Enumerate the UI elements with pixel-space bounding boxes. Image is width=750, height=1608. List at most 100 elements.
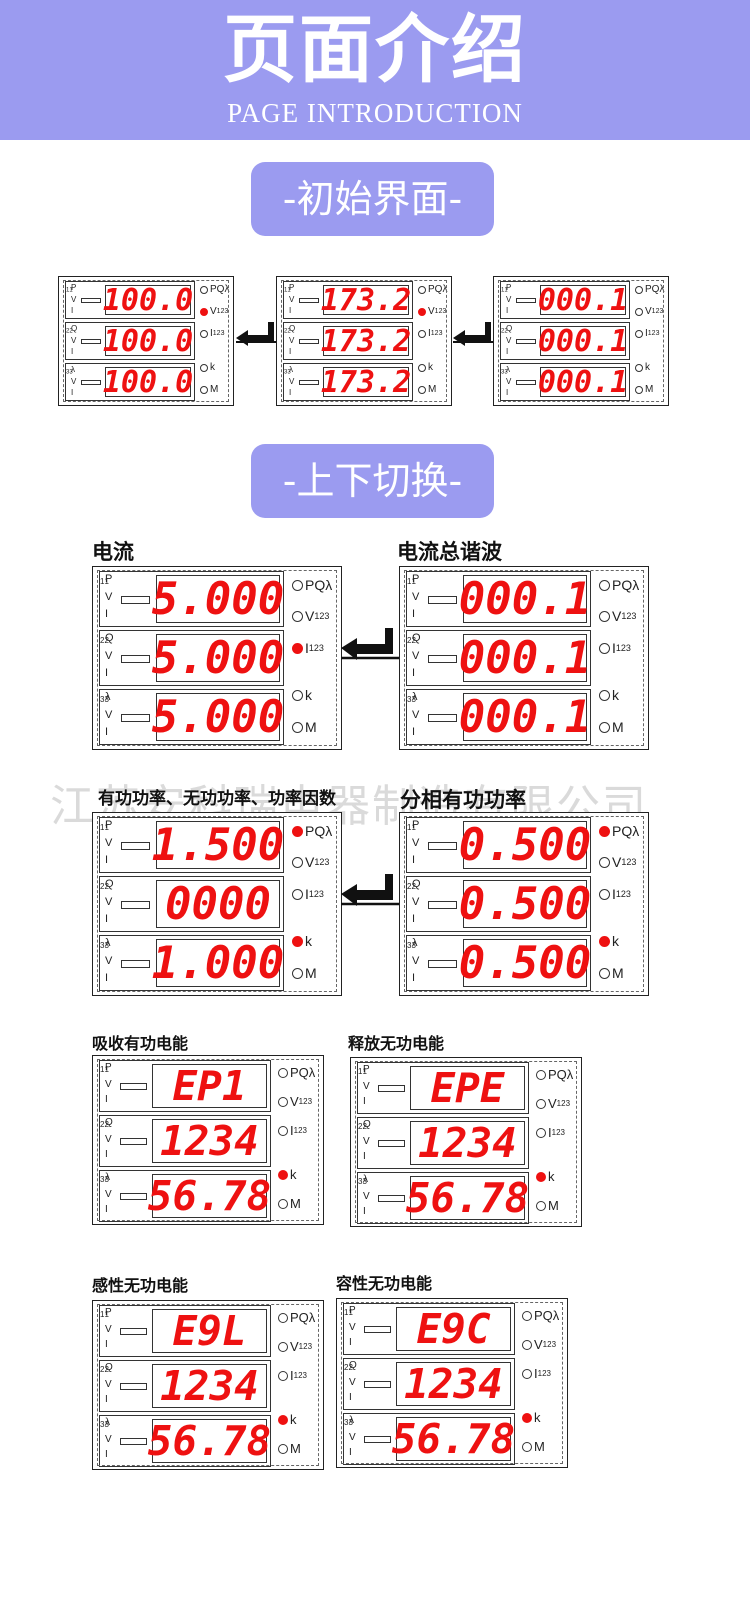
segment-display: 1234 xyxy=(152,1362,267,1410)
indicator-m-label: M xyxy=(548,1198,559,1213)
indicator-m: M xyxy=(292,719,317,735)
indicator-pq-label: PQλ xyxy=(612,823,640,839)
indicator-v-dot xyxy=(522,1339,532,1350)
indicator-m-dot xyxy=(278,1198,288,1209)
indicator-k: k xyxy=(599,933,619,949)
channel-indicator-bar xyxy=(120,1438,147,1445)
channel-label-sub: 3 xyxy=(104,695,109,705)
channel-indicator-bar xyxy=(428,960,457,968)
indicator-pq: PQλ xyxy=(522,1308,559,1323)
channel-label-sub: 3 xyxy=(104,1420,109,1429)
channel-label-voltage: V xyxy=(412,837,420,849)
channel-label-sub: 1 xyxy=(287,287,291,294)
channel-label-voltage: V xyxy=(105,955,113,967)
channel-indicator-bar xyxy=(299,380,319,385)
indicator-pq: PQλ xyxy=(418,284,447,295)
channel-label-top: Q xyxy=(71,324,78,333)
channel-indicator-bar xyxy=(81,380,101,385)
indicator-v-label: V xyxy=(305,608,315,624)
channel-label-voltage: V xyxy=(506,336,512,345)
indicator-i-sub: 123 xyxy=(615,643,631,653)
channel-indicator-bar xyxy=(378,1140,405,1147)
channel-label-top: Q xyxy=(105,632,114,644)
channel-label-current: I xyxy=(289,388,292,397)
segment-display: 000.1 xyxy=(537,282,629,318)
segment-display: 56.78 xyxy=(405,1174,530,1222)
channel-label-sub: 1 xyxy=(66,287,70,294)
channel-label-sub: 1 xyxy=(407,823,412,833)
segment-display: 1.000 xyxy=(151,937,285,989)
indicator-k-dot xyxy=(599,689,610,701)
channel-indicator-bar xyxy=(121,714,150,722)
indicator-m: M xyxy=(536,1198,559,1213)
indicator-i-dot xyxy=(522,1368,532,1379)
indicator-pq: PQλ xyxy=(599,823,639,839)
channel-label-sub: 1 xyxy=(100,1310,105,1319)
indicator-k: k xyxy=(536,1169,555,1184)
channel-label-sub: 3 xyxy=(284,369,288,376)
indicator-k-dot xyxy=(292,689,303,701)
channel-label-current: I xyxy=(412,608,416,620)
channel-label-voltage: V xyxy=(105,1324,112,1335)
indicator-v-label: V xyxy=(645,306,652,317)
indicator-pq-dot xyxy=(522,1310,532,1321)
channel-label-current: I xyxy=(105,1204,108,1215)
channel-label-voltage: V xyxy=(506,295,512,304)
indicator-v-dot xyxy=(278,1341,288,1352)
indicator-k: k xyxy=(200,362,215,373)
indicator-k-dot xyxy=(522,1412,532,1423)
indicator-m-label: M xyxy=(305,965,317,981)
segment-display: 000.1 xyxy=(537,364,629,400)
channel-label-voltage: V xyxy=(412,709,420,721)
segment-display: EP1 xyxy=(152,1062,267,1110)
channel-indicator-bar xyxy=(120,1138,147,1145)
channel-label-sub: 1 xyxy=(358,1067,363,1076)
indicator-v-dot xyxy=(635,307,643,316)
indicator-i-sub: 123 xyxy=(430,330,443,337)
channel-label-sub: 2 xyxy=(100,1120,105,1129)
indicator-v-dot xyxy=(292,610,303,622)
indicator-pq-dot xyxy=(278,1312,288,1323)
indicator-v-label: V xyxy=(612,608,622,624)
channel-label-sub: 3 xyxy=(66,369,70,376)
channel-label-sub: 1 xyxy=(407,577,412,587)
indicator-v-sub: 123 xyxy=(314,857,330,867)
indicator-v-label: V xyxy=(290,1339,299,1354)
channel-label-sub: 3 xyxy=(407,941,412,951)
indicator-m-label: M xyxy=(534,1439,545,1454)
channel-label-voltage: V xyxy=(506,377,512,386)
indicator-v-sub: 123 xyxy=(621,611,637,621)
indicator-v-label: V xyxy=(428,306,435,317)
channel-label-top: P xyxy=(506,283,512,292)
caption-capacitive-energy: 容性无功电能 xyxy=(336,1274,433,1293)
segment-display: 000.1 xyxy=(458,573,592,625)
channel-label-sub: 3 xyxy=(104,1175,109,1184)
channel-label-top: Q xyxy=(412,878,421,890)
indicator-pq: PQλ xyxy=(599,577,639,593)
indicator-pq-label: PQλ xyxy=(534,1308,560,1323)
channel-label-voltage: V xyxy=(363,1081,370,1092)
channel-label-sub: 3 xyxy=(411,941,416,951)
segment-display: 56.78 xyxy=(147,1172,272,1220)
channel-label-voltage: V xyxy=(349,1432,356,1443)
channel-label-top: Q xyxy=(105,1362,113,1373)
